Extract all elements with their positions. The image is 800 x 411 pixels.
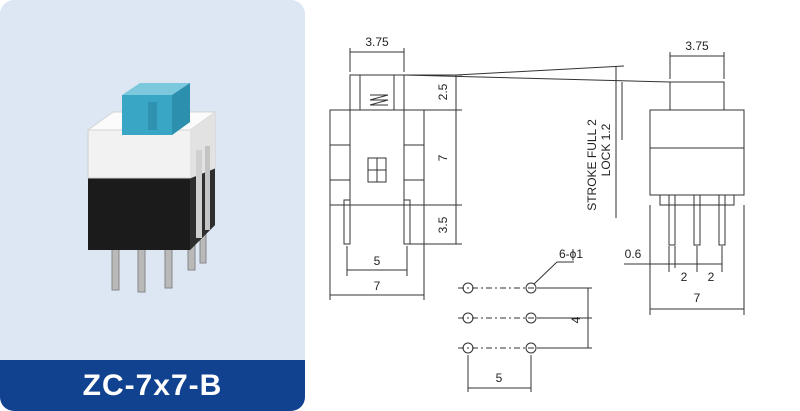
pin <box>137 244 146 293</box>
side-top-width: 3.75 <box>365 35 389 49</box>
hole <box>462 282 474 294</box>
side-dim-b: 7 <box>436 154 450 161</box>
product-card: ZC-7x7-B <box>0 0 305 411</box>
side-view: 3.75 2.5 7 3.5 5 7 <box>329 35 462 300</box>
side-dim-c: 3.5 <box>436 216 450 233</box>
hole <box>462 312 474 324</box>
lock-note: LOCK 1.2 <box>599 123 613 176</box>
front-view: 3.75 STROKE FULL 2 LOCK 1.2 0.6 2 2 7 <box>585 39 745 315</box>
product-photo <box>86 83 217 293</box>
model-name: ZC-7x7-B <box>82 368 223 402</box>
hole <box>462 342 474 354</box>
front-top-width: 3.75 <box>685 39 709 53</box>
front-width: 7 <box>694 291 701 305</box>
pin-pitch-1: 2 <box>681 270 688 284</box>
pin <box>164 245 173 289</box>
technical-drawing: 3.75 2.5 7 3.5 5 7 6-ϕ1 <box>329 35 745 392</box>
side-pin-pitch: 5 <box>374 254 381 268</box>
side-width: 7 <box>374 279 381 293</box>
hole <box>525 342 537 354</box>
switch-base <box>88 168 215 250</box>
hole <box>525 312 537 324</box>
model-label-bar: ZC-7x7-B <box>0 360 305 411</box>
hole-spec: 6-ϕ1 <box>559 247 583 261</box>
pin-offset: 0.6 <box>625 247 642 261</box>
hole <box>525 282 537 294</box>
hole-pattern: 6-ϕ1 4 5 <box>458 247 592 392</box>
stroke-note: STROKE FULL 2 <box>585 119 599 211</box>
hole-row-pitch: 4 <box>569 316 583 323</box>
pin-pitch-2: 2 <box>708 270 715 284</box>
side-dim-a: 2.5 <box>436 83 450 100</box>
hole-col-pitch: 5 <box>496 371 503 385</box>
